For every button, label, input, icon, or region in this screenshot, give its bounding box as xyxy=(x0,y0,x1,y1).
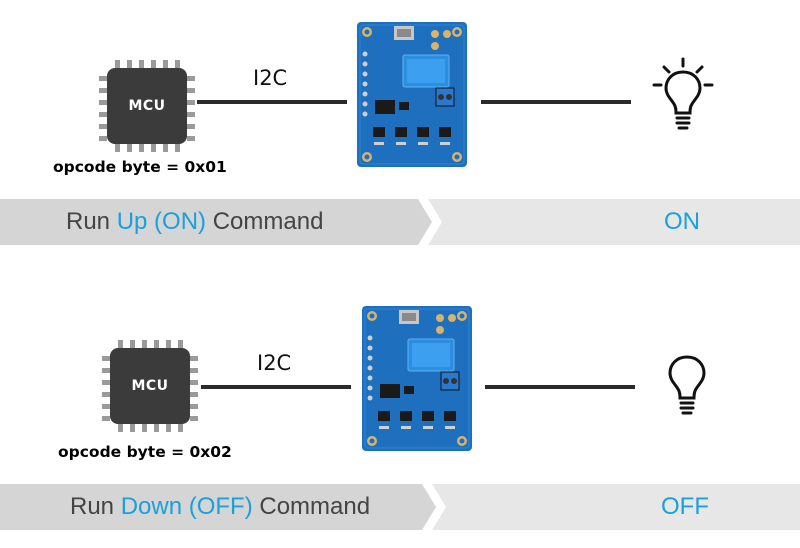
relay-board xyxy=(362,306,472,451)
state-label: ON xyxy=(664,208,700,235)
command-suffix: Command xyxy=(206,208,324,235)
opcode-label: opcode byte = 0x01 xyxy=(53,158,227,176)
ribbon-background xyxy=(0,484,800,530)
output-wire xyxy=(481,100,631,104)
i2c-wire xyxy=(201,385,351,389)
panel-run-down: MCU opcode byte = 0x02 I2C xyxy=(0,283,800,548)
command-prefix: Run xyxy=(70,493,121,520)
mcu-chip: MCU xyxy=(100,338,200,434)
i2c-label: I2C xyxy=(253,66,288,90)
command-highlight: Up (ON) xyxy=(116,208,207,235)
mcu-label: MCU xyxy=(131,378,169,394)
mcu-chip: MCU xyxy=(97,58,197,154)
i2c-label: I2C xyxy=(257,351,292,375)
opcode-label: opcode byte = 0x02 xyxy=(58,443,232,461)
command-highlight: Down (OFF) xyxy=(120,493,253,520)
chip-pins xyxy=(102,340,198,432)
command-suffix: Command xyxy=(252,493,371,520)
lightbulb-off-icon xyxy=(668,355,706,415)
chip-pins xyxy=(99,60,195,152)
i2c-wire xyxy=(197,100,347,104)
command-text: Run Up (ON) Command xyxy=(66,199,323,245)
chip-body xyxy=(107,68,187,144)
relay-board xyxy=(357,22,467,167)
mcu-label: MCU xyxy=(128,98,166,114)
output-wire xyxy=(485,385,635,389)
ribbon-background xyxy=(0,199,800,245)
command-ribbon: Run Up (ON) Command ON xyxy=(0,199,800,245)
chip-body xyxy=(110,348,190,424)
lightbulb-on-icon xyxy=(652,57,714,130)
command-ribbon: Run Down (OFF) Command OFF xyxy=(0,484,800,530)
state-label: OFF xyxy=(661,493,709,520)
command-text: Run Down (OFF) Command xyxy=(70,484,370,530)
panel-run-up: MCU opcode byte = 0x01 I2C xyxy=(0,0,800,265)
command-prefix: Run xyxy=(66,208,117,235)
